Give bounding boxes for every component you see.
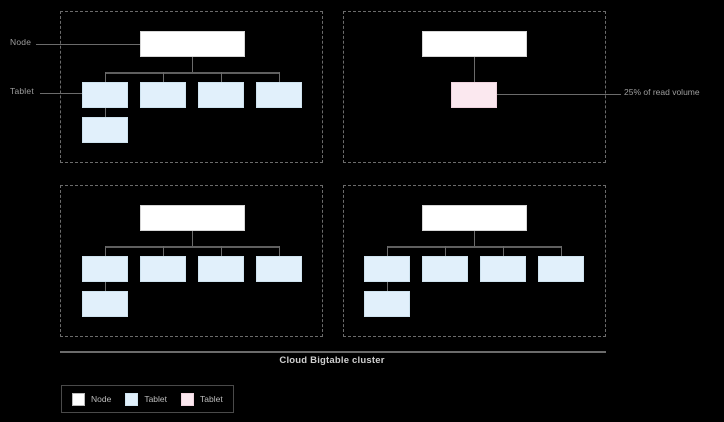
node-box[interactable] <box>140 205 245 231</box>
legend-swatch-tablet-hot-icon <box>181 392 195 406</box>
tablet-box-sub[interactable] <box>364 291 410 317</box>
connector-drop <box>105 246 106 256</box>
connector-trunk <box>192 57 193 72</box>
tablet-box[interactable] <box>140 82 186 108</box>
tablet-box[interactable] <box>256 256 302 282</box>
connector-drop <box>279 72 280 82</box>
connector-drop <box>105 72 106 82</box>
tablet-box-hot[interactable] <box>451 82 497 108</box>
tablet-box[interactable] <box>538 256 584 282</box>
legend-label: Tablet <box>144 394 168 404</box>
tablet-box[interactable] <box>256 82 302 108</box>
tablet-box[interactable] <box>364 256 410 282</box>
connector-drop <box>221 246 222 256</box>
node-group-top-left <box>60 11 323 163</box>
connector-drop <box>503 246 504 256</box>
connector-drop <box>561 246 562 256</box>
connector-bus <box>105 246 280 248</box>
legend-label: Tablet <box>200 394 223 404</box>
side-label-node: Node <box>10 37 32 47</box>
node-box[interactable] <box>422 31 527 57</box>
node-box[interactable] <box>422 205 527 231</box>
connector-drop <box>387 246 388 256</box>
connector-drop <box>279 246 280 256</box>
callout-line <box>497 94 621 95</box>
tablet-box-sub[interactable] <box>82 117 128 143</box>
node-group-top-right <box>343 11 606 163</box>
connector-trunk <box>474 231 475 246</box>
connector-trunk <box>474 57 475 82</box>
tablet-box[interactable] <box>422 256 468 282</box>
connector-trunk <box>192 231 193 246</box>
tablet-box[interactable] <box>198 82 244 108</box>
connector-drop <box>163 72 164 82</box>
connector-sub <box>387 282 388 291</box>
legend-item-tablet: Tablet <box>125 392 168 406</box>
legend-swatch-node-icon <box>72 392 85 406</box>
legend: Node Tablet Tablet <box>61 385 234 413</box>
side-label-tablet: Tablet <box>10 86 34 96</box>
leader-line-node <box>36 44 140 45</box>
legend-label: Node <box>91 394 112 404</box>
callout-label-read-volume: 25% of read volume <box>624 87 700 97</box>
tablet-box[interactable] <box>140 256 186 282</box>
tablet-box[interactable] <box>480 256 526 282</box>
legend-swatch-tablet-icon <box>125 392 139 406</box>
node-box[interactable] <box>140 31 245 57</box>
cluster-caption: Cloud Bigtable cluster <box>279 355 385 366</box>
legend-item-node: Node <box>72 392 112 406</box>
connector-drop <box>445 246 446 256</box>
connector-sub <box>105 282 106 291</box>
tablet-box-sub[interactable] <box>82 291 128 317</box>
connector-bus <box>387 246 562 248</box>
connector-sub <box>105 108 106 117</box>
tablet-box[interactable] <box>82 82 128 108</box>
legend-item-tablet-hot: Tablet <box>181 392 223 406</box>
connector-drop <box>163 246 164 256</box>
node-group-bottom-left <box>60 185 323 337</box>
cluster-divider <box>60 351 606 353</box>
connector-bus <box>105 72 280 74</box>
tablet-box[interactable] <box>82 256 128 282</box>
tablet-box[interactable] <box>198 256 244 282</box>
node-group-bottom-right <box>343 185 606 337</box>
connector-drop <box>221 72 222 82</box>
leader-line-tablet <box>40 93 82 94</box>
